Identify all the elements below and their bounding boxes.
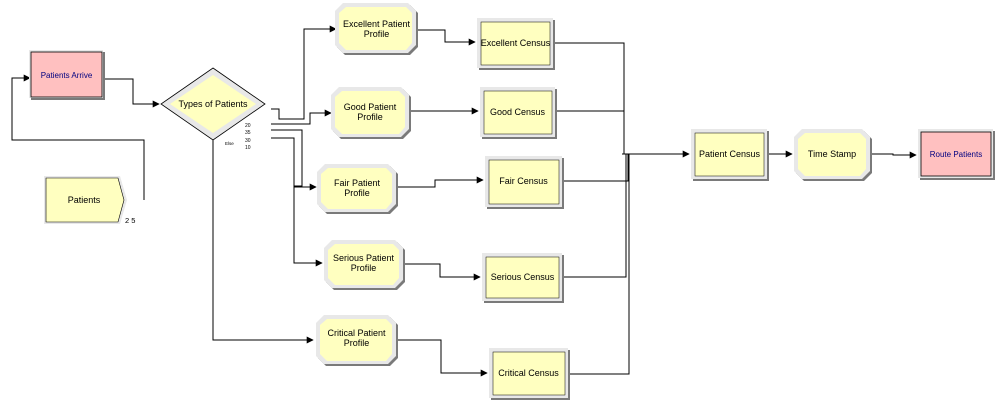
good-census-module[interactable]: Good Census (480, 87, 557, 139)
connector-good-census-to-patient-census[interactable] (555, 110, 625, 154)
branch-label-1: 20 (245, 123, 251, 129)
good-patient-profile-module[interactable]: Good Patient Profile (331, 87, 411, 139)
good-profile-label-1: Good Patient (344, 102, 397, 112)
time-stamp-label: Time Stamp (808, 149, 856, 159)
critical-census-label: Critical Census (498, 368, 559, 378)
critical-profile-label-2: Profile (344, 338, 370, 348)
time-stamp-module[interactable]: Time Stamp (794, 129, 872, 181)
types-of-patients-decision[interactable]: Types of Patients 20 35 30 10 Else (160, 67, 266, 151)
connector-types-to-serious[interactable] (271, 137, 323, 267)
serious-profile-label-1: Serious Patient (333, 253, 395, 263)
connector-time-stamp-to-route[interactable] (871, 151, 917, 159)
connector-excellent-census-to-patient-census[interactable] (554, 42, 625, 154)
fair-census-module[interactable]: Fair Census (485, 156, 564, 209)
connector-critical-profile-to-census[interactable] (397, 339, 488, 377)
connector-types-else-to-critical[interactable] (212, 140, 314, 344)
fair-census-label: Fair Census (499, 176, 548, 186)
patients-label: Patients (68, 195, 101, 205)
types-of-patients-label: Types of Patients (178, 99, 248, 109)
branch-label-3: 30 (245, 138, 251, 144)
branch-label-else: Else (225, 141, 234, 146)
fair-profile-label-2: Profile (344, 188, 370, 198)
excellent-census-module[interactable]: Excellent Census (477, 18, 555, 70)
connectors (11, 25, 917, 377)
connector-critical-census-to-patient-census[interactable] (569, 154, 630, 375)
fair-profile-label-1: Fair Patient (334, 178, 381, 188)
patients-entity[interactable]: Patients 2 5 (44, 176, 135, 225)
connector-types-to-good[interactable] (271, 109, 332, 125)
serious-patient-profile-module[interactable]: Serious Patient Profile (324, 240, 405, 290)
good-profile-label-2: Profile (357, 112, 383, 122)
connector-excellent-profile-to-census[interactable] (418, 29, 476, 46)
excellent-patient-profile-module[interactable]: Excellent Patient Profile (335, 3, 418, 55)
route-patients-module[interactable]: Route Patients (918, 129, 995, 180)
connector-patients-to-arrive[interactable] (11, 74, 145, 200)
patient-census-label: Patient Census (699, 149, 761, 159)
connector-fair-census-to-patient-census[interactable] (563, 154, 629, 182)
branch-label-2: 35 (245, 130, 251, 136)
connector-arrive-to-types[interactable] (105, 78, 160, 108)
branch-label-4: 10 (245, 145, 251, 151)
connector-serious-profile-to-census[interactable] (404, 263, 481, 281)
connector-serious-census-to-patient-census[interactable] (563, 154, 627, 278)
route-patients-label: Route Patients (930, 150, 982, 159)
good-census-label: Good Census (490, 107, 546, 117)
fair-patient-profile-module[interactable]: Fair Patient Profile (317, 164, 398, 214)
serious-profile-label-2: Profile (351, 263, 377, 273)
excellent-profile-label-1: Excellent Patient (343, 19, 411, 29)
excellent-census-label: Excellent Census (481, 38, 551, 48)
excellent-profile-label-2: Profile (364, 29, 390, 39)
patients-arrive-module[interactable]: Patients Arrive (29, 50, 105, 100)
serious-census-module[interactable]: Serious Census (482, 253, 564, 303)
critical-profile-label-1: Critical Patient (327, 328, 386, 338)
critical-census-module[interactable]: Critical Census (489, 348, 570, 400)
patients-counter: 2 5 (125, 216, 135, 225)
patients-arrive-label: Patients Arrive (41, 71, 93, 80)
connector-fair-profile-to-census[interactable] (397, 176, 484, 188)
patient-census-module[interactable]: Patient Census (691, 129, 769, 181)
connector-types-to-excellent[interactable] (271, 25, 337, 120)
serious-census-label: Serious Census (491, 272, 555, 282)
critical-patient-profile-module[interactable]: Critical Patient Profile (316, 315, 398, 366)
connector-types-to-fair[interactable] (271, 129, 317, 191)
